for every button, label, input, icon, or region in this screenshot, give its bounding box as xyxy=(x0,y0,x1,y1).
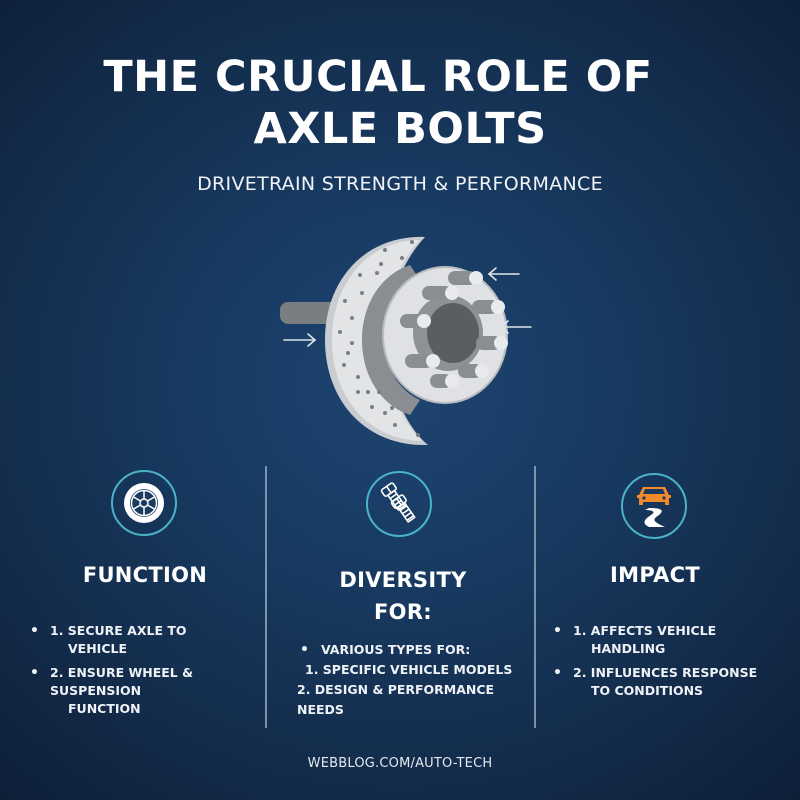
car-road-icon xyxy=(637,487,671,527)
bolts-icon-badge xyxy=(366,471,432,537)
list-item: 1. SPECIFIC VEHICLE MODELS xyxy=(305,662,513,677)
brake-hub-illustration xyxy=(270,225,550,455)
list-item: • 2. ENSURE WHEEL & SUSPENSION FUNCTION xyxy=(30,665,194,716)
list-item: • 1. AFFECTS VEHICLE HANDLING xyxy=(553,623,717,656)
list-item: •VARIOUS TYPES FOR: xyxy=(300,642,471,658)
wheel-icon-badge xyxy=(111,470,177,536)
bolts-icon xyxy=(380,482,416,523)
bullet: • xyxy=(30,623,39,639)
bullet: • xyxy=(30,665,39,681)
car-road-icon-badge xyxy=(621,473,687,539)
column-title: DIVERSITY xyxy=(339,568,467,592)
footer-url: WEBBLOG.COM/AUTO-TECH xyxy=(307,756,493,771)
diversity-list: •VARIOUS TYPES FOR: 1. SPECIFIC VEHICLE … xyxy=(297,640,540,720)
title-line-2: AXLE BOLTS xyxy=(253,104,547,154)
subtitle: DRIVETRAIN STRENGTH & PERFORMANCE xyxy=(197,173,603,195)
list-item: • 2. INFLUENCES RESPONSE TO CONDITIONS xyxy=(553,665,758,698)
column-title-line-2: FOR: xyxy=(374,600,432,624)
bullet: • xyxy=(300,642,309,658)
column-title: FUNCTION xyxy=(82,563,208,587)
column-divider xyxy=(534,466,536,728)
column-title: IMPACT xyxy=(610,563,700,587)
list-item: 2. DESIGN & PERFORMANCE NEEDS xyxy=(297,682,495,717)
impact-list: • 1. AFFECTS VEHICLE HANDLING • 2. INFLU… xyxy=(553,622,793,706)
arrow-left-icon xyxy=(487,267,520,281)
title-line-1: THE CRUCIAL ROLE OF xyxy=(103,52,653,102)
list-item: • 1. SECURE AXLE TO VEHICLE xyxy=(30,623,187,656)
brake-disc-icon xyxy=(280,236,532,446)
arrow-right-icon xyxy=(283,333,317,347)
bullet: • xyxy=(553,665,562,681)
bullet: • xyxy=(553,623,562,639)
wheel-icon xyxy=(124,483,164,523)
arrow-left-icon xyxy=(499,320,532,334)
function-list: • 1. SECURE AXLE TO VEHICLE • 2. ENSURE … xyxy=(30,622,280,724)
column-divider xyxy=(265,466,267,728)
